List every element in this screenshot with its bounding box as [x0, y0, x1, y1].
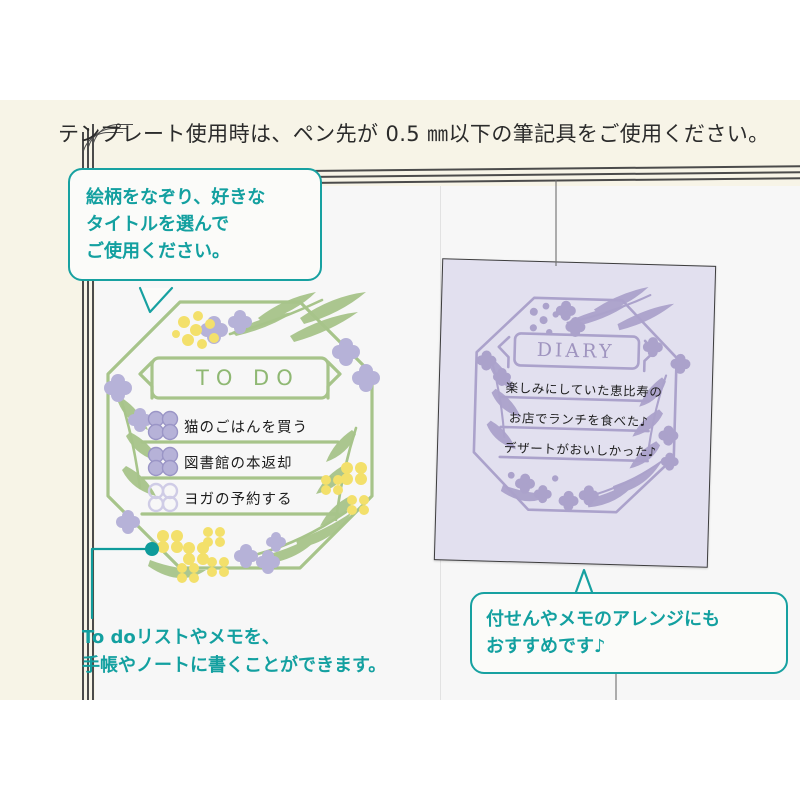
caption-left-line-2: 手帳やノートに書くことができます。	[82, 654, 387, 676]
diary-line-2: お店でランチを食べた♪	[508, 410, 649, 430]
bubble-bottom-line-1: 付せんやメモのアレンジにも	[486, 609, 720, 630]
diary-sticky-note[interactable]: DIARY 楽しみにしていた恵比寿の お店でランチを食べた♪ デザートがおいしか…	[433, 258, 717, 568]
bubble-top-line-2: タイトルを選んで	[86, 214, 230, 235]
notebook-left-edge-line-3	[92, 124, 94, 700]
bubble-bottom-line-2: おすすめです♪	[486, 636, 606, 657]
page-title: テンプレート使用時は、ペン先が 0.5 ㎜以下の筆記具をご使用ください。	[58, 122, 770, 146]
callout-bubble-bottom[interactable]: 付せんやメモのアレンジにも おすすめです♪	[470, 592, 788, 674]
todo-item-2: 図書館の本返却	[184, 456, 293, 472]
notebook-left-edge-line-1	[82, 132, 84, 700]
bubble-top-line-1: 絵柄をなぞり、好きな	[86, 187, 266, 208]
caption-left: To doリストやメモを、 手帳やノートに書くことができます。	[82, 624, 386, 680]
bubble-top-line-3: ご使用ください。	[86, 241, 230, 262]
diary-stamp-title: DIARY	[536, 338, 615, 364]
caption-left-line-1: To doリストやメモを、	[82, 627, 280, 648]
todo-item-1: 猫のごはんを買う	[184, 420, 308, 436]
diary-stamp-artwork	[472, 287, 691, 514]
notebook-left-edge-line-2	[87, 128, 89, 700]
callout-bubble-top[interactable]: 絵柄をなぞり、好きな タイトルを選んで ご使用ください。	[68, 168, 322, 281]
todo-item-3: ヨガの予約する	[184, 492, 293, 508]
notebook-corner-3	[92, 124, 133, 165]
todo-stamp-title: TO DO	[196, 366, 300, 390]
